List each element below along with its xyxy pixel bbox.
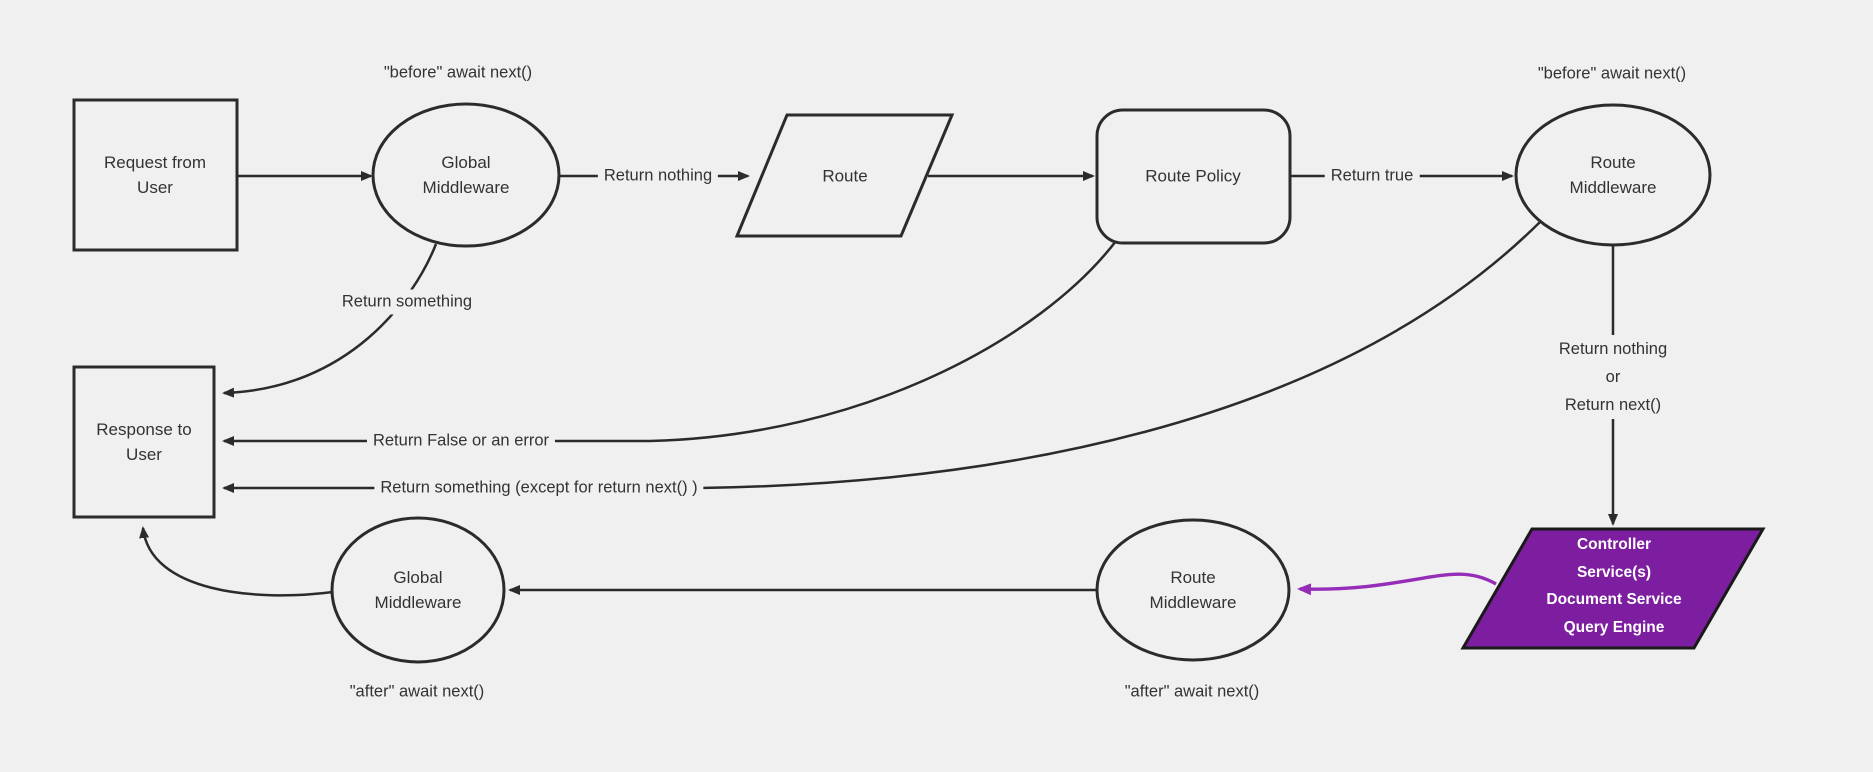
edge-label-return-false: Return False or an error <box>366 428 556 454</box>
controller-line2: Service(s) <box>1576 563 1652 581</box>
edge-label-return-something-except: Return something (except for return next… <box>374 475 704 501</box>
controller-line1: Controller <box>1576 536 1652 553</box>
route-middleware-top-line1: Route <box>1590 153 1636 172</box>
annotation-after-route: "after" await next() <box>1124 682 1260 701</box>
global-middleware-top-line1: Global <box>441 153 491 172</box>
node-response-to-user <box>72 365 216 519</box>
return-nothing-or-next-line1: Return nothing <box>1558 340 1668 358</box>
annotation-before-route: "before" await next() <box>1537 64 1687 83</box>
annotation-after-global: "after" await next() <box>349 682 485 701</box>
node-route-middleware-bottom <box>1095 518 1291 662</box>
edge-label-return-nothing: Return nothing <box>597 163 719 189</box>
edge-label-return-something: Return something <box>335 289 479 315</box>
return-nothing-or-next-line3: Return next() <box>1564 396 1662 414</box>
edge-label-return-true: Return true <box>1324 163 1420 189</box>
route-middleware-top-line2: Middleware <box>1569 178 1657 197</box>
edge-route-policy-to-response <box>222 240 1117 446</box>
node-request-from-user <box>72 98 239 252</box>
response-node-label: Response to User <box>96 417 191 467</box>
controller-line3: Document Service <box>1546 591 1682 608</box>
controller-line4: Query Engine <box>1563 618 1665 636</box>
edge-global-middleware-to-response-bottom <box>139 526 334 597</box>
node-route-policy <box>1095 108 1292 245</box>
edge-global-middleware-to-response <box>222 243 438 398</box>
request-node-label-line1: Request from <box>103 153 207 172</box>
global-middleware-bottom-label: Global Middleware <box>375 565 462 615</box>
global-middleware-top-line2: Middleware <box>422 178 510 197</box>
edge-controller-to-route-middleware-purple <box>1297 572 1497 596</box>
route-middleware-top-label: Route Middleware <box>1570 150 1657 200</box>
node-global-middleware-top <box>371 102 561 248</box>
route-policy-node-label: Route Policy <box>1145 166 1241 186</box>
request-node-label: Request from User <box>104 150 206 200</box>
route-middleware-bottom-line1: Route <box>1170 568 1216 587</box>
route-middleware-bottom-label: Route Middleware <box>1150 565 1237 615</box>
edge-route-middleware-to-response <box>222 221 1541 493</box>
node-controller-services <box>1460 527 1766 650</box>
node-global-middleware-bottom <box>330 516 506 664</box>
response-node-label-line1: Response to <box>96 420 192 439</box>
global-middleware-bottom-line1: Global <box>393 568 443 587</box>
route-node-label: Route <box>822 166 868 186</box>
return-nothing-or-next-line2: or <box>1605 368 1621 386</box>
request-node-label-line2: User <box>137 178 173 197</box>
annotation-before-global: "before" await next() <box>383 63 533 82</box>
route-middleware-bottom-line2: Middleware <box>1149 593 1237 612</box>
node-route-middleware-top <box>1514 103 1712 247</box>
node-route <box>734 113 955 238</box>
controller-services-label: Controller Service(s) Document Service Q… <box>1546 531 1681 641</box>
global-middleware-top-label: Global Middleware <box>423 150 510 200</box>
edge-label-return-nothing-or-next: Return nothing or Return next() <box>1552 335 1674 419</box>
global-middleware-bottom-line2: Middleware <box>374 593 462 612</box>
response-node-label-line2: User <box>126 445 162 464</box>
